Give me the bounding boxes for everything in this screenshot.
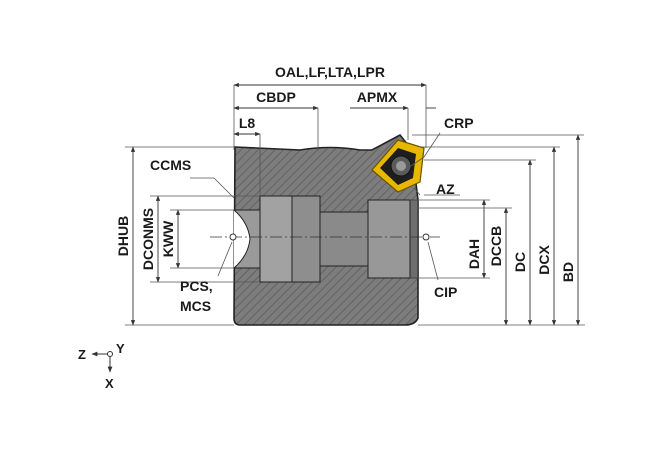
label-cip: CIP (434, 284, 457, 300)
label-bd: BD (560, 262, 576, 282)
pcs-point (229, 233, 237, 241)
axis-z-label: Z (78, 347, 86, 362)
label-oal: OAL,LF,LTA,LPR (275, 64, 385, 80)
label-az: AZ (436, 181, 455, 197)
label-ccms: CCMS (150, 157, 191, 173)
left-dimensions (125, 146, 260, 326)
label-cbdp: CBDP (256, 89, 296, 105)
label-l8: L8 (239, 115, 256, 131)
axis-y-label: Y (116, 341, 125, 356)
label-dccb: DCCB (488, 226, 504, 266)
leader-lines (190, 132, 460, 281)
cip-point (422, 233, 430, 241)
axis-x-label: X (105, 376, 114, 391)
label-pcs: PCS, (180, 278, 213, 294)
label-dcx: DCX (536, 245, 552, 275)
cutting-insert (371, 139, 425, 193)
right-dimensions (410, 134, 585, 326)
label-dhub: DHUB (115, 216, 131, 256)
label-dah: DAH (466, 239, 482, 269)
label-kww: KWW (160, 220, 176, 257)
label-crp: CRP (444, 115, 474, 131)
label-dconms: DCONMS (140, 208, 156, 270)
label-mcs: MCS (180, 298, 211, 314)
label-apmx: APMX (357, 89, 398, 105)
horizontal-dimensions (233, 82, 436, 196)
central-bore (233, 195, 419, 283)
label-dc: DC (512, 252, 528, 272)
coordinate-axes: Z Y X (78, 341, 125, 391)
